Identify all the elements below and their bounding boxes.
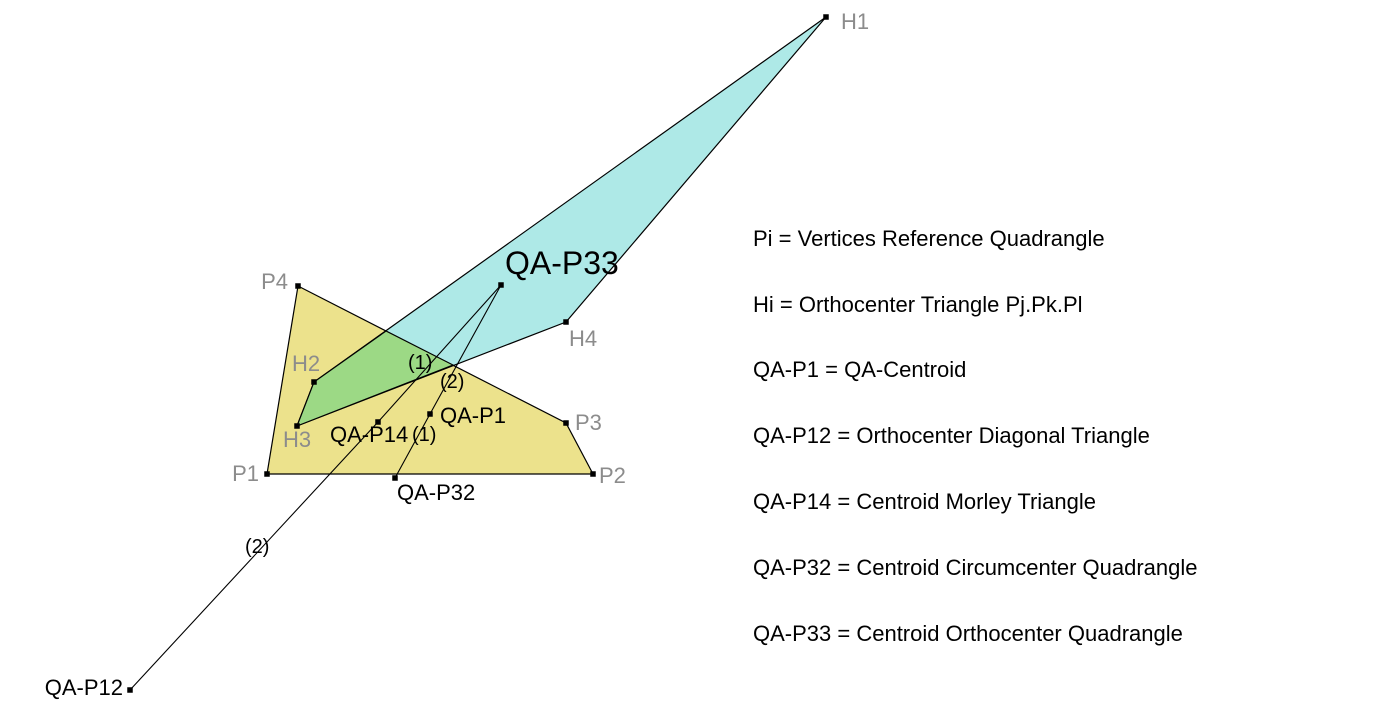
label-ratio-1ratio-: (1): [412, 424, 436, 446]
label-qa-p33: QA-P33: [505, 245, 619, 281]
point-marker-h2: [311, 379, 317, 385]
point-marker-qa-p12: [127, 687, 133, 693]
label-qa-p32: QA-P32: [397, 480, 475, 505]
label-qa-p14: QA-P14: [330, 422, 408, 447]
label-ratio-2ratio-: (2): [245, 536, 269, 558]
point-marker-p4: [295, 283, 301, 289]
point-marker-h3: [294, 423, 300, 429]
legend-item-qa-p12: QA-P12 = Orthocenter Diagonal Triangle: [753, 423, 1150, 448]
point-marker-p3: [563, 420, 569, 426]
point-marker-p1: [264, 471, 270, 477]
legend-item-pi: Pi = Vertices Reference Quadrangle: [753, 226, 1105, 251]
label-ratio-1ratio-: (1): [408, 352, 432, 374]
legend-item-qa-p14: QA-P14 = Centroid Morley Triangle: [753, 489, 1096, 514]
point-marker-qa-p1: [427, 411, 433, 417]
legend-item-qa-p32: QA-P32 = Centroid Circumcenter Quadrangl…: [753, 555, 1198, 580]
label-p3: P3: [575, 410, 602, 435]
point-marker-qa-p33: [498, 282, 504, 288]
point-marker-h1: [823, 14, 829, 20]
legend-item-hi: Hi = Orthocenter Triangle Pj.Pk.Pl: [753, 292, 1083, 317]
point-marker-qa-p32: [392, 475, 398, 481]
label-p1: P1: [232, 461, 259, 486]
legend-item-qa-p1: QA-P1 = QA-Centroid: [753, 357, 967, 382]
label-h2: H2: [292, 351, 320, 376]
label-qa-p1: QA-P1: [440, 403, 506, 428]
label-h3: H3: [283, 427, 311, 452]
label-p4: P4: [261, 269, 288, 294]
legend-item-qa-p33: QA-P33 = Centroid Orthocenter Quadrangle: [753, 621, 1183, 646]
label-h4: H4: [569, 326, 597, 351]
label-ratio-2ratio-: (2): [440, 371, 464, 393]
point-marker-h4: [563, 319, 569, 325]
label-p2: P2: [599, 463, 626, 488]
point-marker-p2: [590, 471, 596, 477]
label-h1: H1: [841, 9, 869, 34]
label-qa-p12: QA-P12: [45, 675, 123, 700]
point-marker-qa-p14: [375, 419, 381, 425]
